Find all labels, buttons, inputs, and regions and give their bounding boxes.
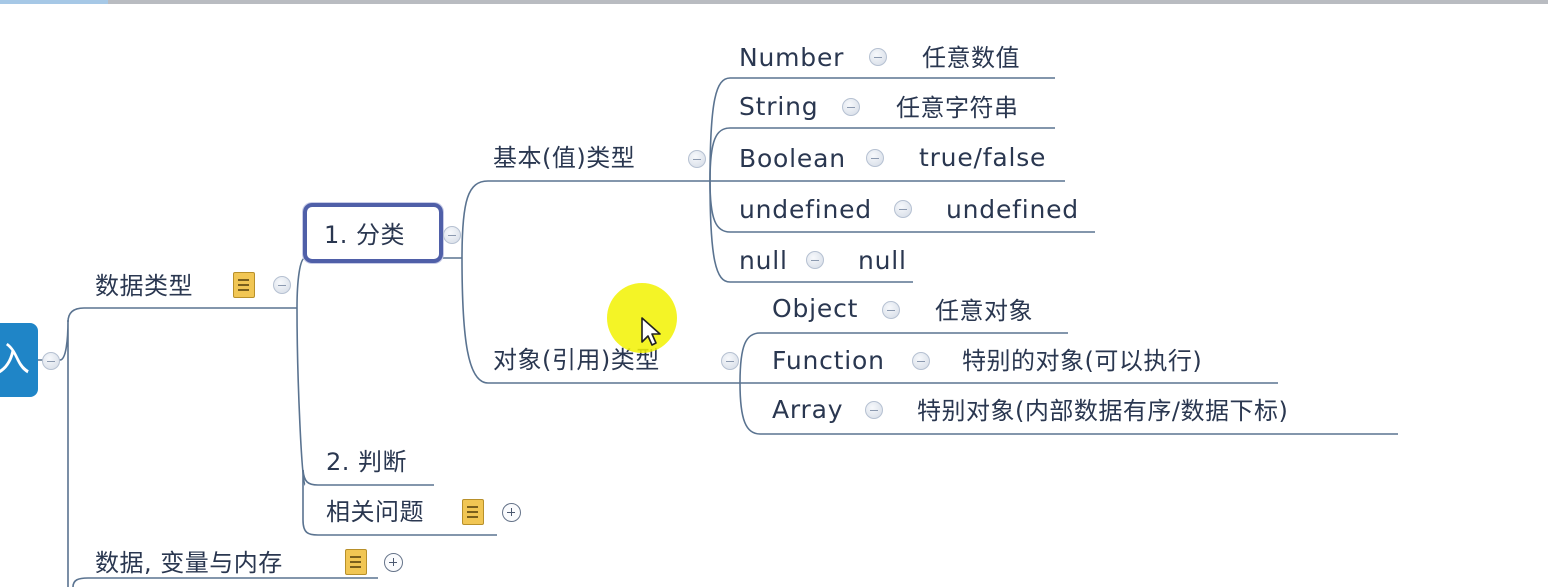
node-basic-types[interactable]: 基本(值)类型 (493, 142, 635, 174)
type-function-value[interactable]: 特别的对象(可以执行) (962, 345, 1202, 377)
number-collapse-icon[interactable] (869, 48, 887, 66)
type-undefined-label: undefined (739, 195, 872, 224)
mouse-cursor-icon (641, 317, 661, 346)
undefined-collapse-icon[interactable] (894, 200, 912, 218)
connector-to-null (709, 180, 913, 283)
note-icon[interactable] (462, 499, 484, 525)
object-types-collapse-icon[interactable] (721, 352, 739, 370)
connector-to-object-item (739, 332, 1068, 384)
boolean-collapse-icon[interactable] (866, 149, 884, 167)
type-number[interactable]: Number (739, 42, 844, 74)
type-array-label: Array (772, 395, 844, 424)
type-null[interactable]: null (739, 245, 788, 277)
type-function[interactable]: Function (772, 345, 885, 377)
type-array-value[interactable]: 特别对象(内部数据有序/数据下标) (917, 395, 1288, 427)
type-undefined[interactable]: undefined (739, 194, 872, 226)
type-object-value[interactable]: 任意对象 (935, 295, 1033, 327)
window-top-bar (0, 0, 1548, 4)
type-number-label: Number (739, 43, 845, 72)
related-questions-expand-icon[interactable] (502, 503, 521, 522)
type-function-value-label: 特别的对象(可以执行) (962, 347, 1203, 375)
node-judge-label: 2. 判断 (326, 448, 408, 476)
connector-l1-trunk (296, 257, 306, 486)
type-null-value[interactable]: null (858, 245, 907, 277)
classification-collapse-icon[interactable] (443, 226, 461, 244)
basic-types-collapse-icon[interactable] (688, 150, 706, 168)
type-object[interactable]: Object (772, 293, 858, 325)
node-data-types[interactable]: 数据类型 (95, 270, 193, 302)
connector-to-related (302, 470, 497, 536)
note-icon[interactable] (233, 272, 255, 298)
node-data-variable-memory-label: 数据, 变量与内存 (95, 549, 283, 577)
connector-to-data-types (67, 307, 297, 323)
type-undefined-value-label: undefined (946, 195, 1079, 224)
null-collapse-icon[interactable] (806, 251, 824, 269)
node-classification[interactable]: 1. 分类 (324, 219, 405, 251)
type-number-value[interactable]: 任意数值 (922, 42, 1020, 74)
type-null-value-label: null (858, 246, 907, 275)
type-array-value-label: 特别对象(内部数据有序/数据下标) (917, 397, 1289, 425)
root-node-label: 入 (0, 340, 30, 380)
type-function-label: Function (772, 346, 885, 375)
type-boolean-label: Boolean (739, 144, 846, 173)
connector-to-number (709, 77, 1055, 182)
array-collapse-icon[interactable] (865, 401, 883, 419)
type-object-label: Object (772, 294, 859, 323)
selected-node-frame (303, 203, 443, 263)
node-data-types-label: 数据类型 (95, 272, 193, 300)
data-variable-memory-expand-icon[interactable] (384, 553, 403, 572)
node-judge[interactable]: 2. 判断 (326, 446, 407, 478)
node-data-variable-memory[interactable]: 数据, 变量与内存 (95, 547, 283, 579)
type-boolean[interactable]: Boolean (739, 143, 846, 175)
note-icon[interactable] (345, 549, 367, 575)
node-related-questions-label: 相关问题 (326, 498, 424, 526)
connector-to-object (461, 257, 740, 384)
object-collapse-icon[interactable] (882, 301, 900, 319)
data-types-collapse-icon[interactable] (273, 276, 291, 294)
type-boolean-value-label: true/false (919, 143, 1047, 172)
type-number-value-label: 任意数值 (922, 44, 1020, 72)
type-undefined-value[interactable]: undefined (946, 194, 1079, 226)
root-node[interactable]: 入 (0, 323, 38, 397)
type-string-label: String (739, 92, 819, 121)
type-string-value-label: 任意字符串 (896, 94, 1019, 122)
root-collapse-icon[interactable] (42, 352, 60, 370)
type-object-value-label: 任意对象 (935, 297, 1033, 325)
connector-to-string (709, 127, 1055, 182)
connector-to-basic (461, 180, 710, 259)
node-basic-types-label: 基本(值)类型 (493, 144, 636, 172)
type-string-value[interactable]: 任意字符串 (896, 92, 1019, 124)
window-top-bar-accent (0, 0, 108, 4)
connector-to-array (739, 382, 1398, 435)
type-string[interactable]: String (739, 91, 818, 123)
type-boolean-value[interactable]: true/false (919, 142, 1046, 174)
node-related-questions[interactable]: 相关问题 (326, 496, 424, 528)
function-collapse-icon[interactable] (912, 352, 930, 370)
type-array[interactable]: Array (772, 394, 843, 426)
type-null-label: null (739, 246, 788, 275)
connector-to-memory (72, 577, 378, 587)
node-classification-label: 1. 分类 (324, 221, 406, 249)
string-collapse-icon[interactable] (842, 98, 860, 116)
